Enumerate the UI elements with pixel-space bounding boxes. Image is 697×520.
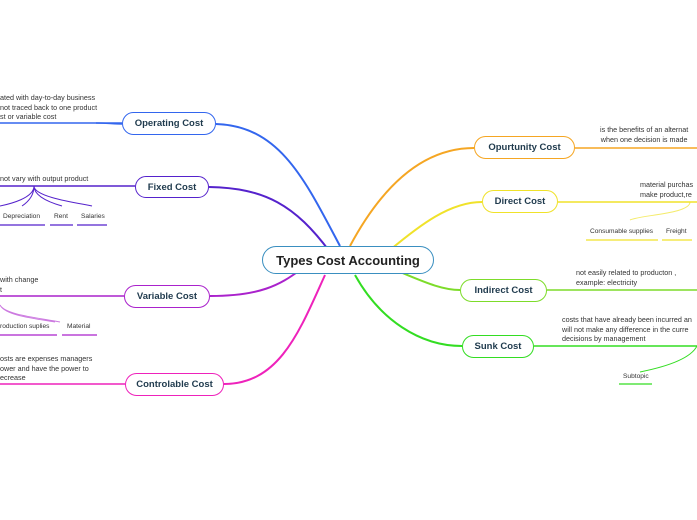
topic-direct-cost-label: Direct Cost — [494, 196, 546, 207]
subtopic-material[interactable]: Material — [67, 323, 91, 330]
subtopic-rent[interactable]: Rent — [54, 213, 68, 220]
subtopic-production-supplies[interactable]: roduction suplies — [0, 323, 50, 330]
central-topic-label: Types Cost Accounting — [276, 252, 420, 268]
topic-direct-cost[interactable]: Direct Cost — [482, 190, 558, 213]
topic-opportunity-cost-label: Opurtunity Cost — [488, 142, 561, 153]
variable-cost-description: with change t — [0, 275, 39, 294]
topic-variable-cost[interactable]: Variable Cost — [124, 285, 210, 308]
central-topic[interactable]: Types Cost Accounting — [262, 246, 434, 274]
connector-operating — [215, 123, 341, 247]
connector-sunk — [354, 274, 463, 347]
topic-operating-cost-label: Operating Cost — [134, 118, 204, 129]
topic-fixed-cost-label: Fixed Cost — [147, 181, 197, 193]
topic-variable-cost-label: Variable Cost — [136, 291, 198, 302]
subtopic-depreciation[interactable]: Depreciation — [3, 213, 41, 220]
opportunity-cost-description: is the benefits of an alternat when one … — [600, 125, 689, 144]
indirect-cost-description: not easily related to producton , exampl… — [576, 268, 677, 287]
topic-indirect-cost[interactable]: Indirect Cost — [460, 279, 547, 302]
topic-opportunity-cost[interactable]: Opurtunity Cost — [474, 136, 575, 159]
subtopic-sunk-subtopic[interactable]: Subtopic — [623, 373, 649, 380]
direct-cost-description: material purchas make product,re — [640, 180, 694, 199]
connector-fixed — [208, 186, 331, 253]
connector-opportunity — [349, 147, 475, 247]
controlable-cost-description: osts are expenses managers ower and have… — [0, 354, 93, 382]
topic-indirect-cost-label: Indirect Cost — [474, 285, 533, 296]
topic-fixed-cost[interactable]: Fixed Cost — [135, 176, 209, 198]
topic-controlable-cost[interactable]: Controlable Cost — [125, 373, 224, 396]
operating-cost-description: ated with day-to-day business not traced… — [0, 93, 98, 121]
subtopic-salaries[interactable]: Salaries — [81, 213, 105, 220]
topic-operating-cost[interactable]: Operating Cost — [122, 112, 216, 135]
subtopic-freight[interactable]: Freight — [666, 228, 687, 235]
connector-variable — [209, 269, 301, 297]
topic-sunk-cost[interactable]: Sunk Cost — [462, 335, 534, 358]
subtopic-consumable-supplies[interactable]: Consumable supplies — [590, 228, 654, 235]
topic-controlable-cost-label: Controlable Cost — [136, 379, 213, 390]
connector-controllable — [223, 274, 326, 385]
sunk-cost-description: costs that have already been incurred an… — [562, 315, 692, 343]
fixed-cost-description: not vary with output product — [0, 174, 89, 183]
topic-sunk-cost-label: Sunk Cost — [474, 341, 522, 352]
connector-direct — [389, 201, 483, 251]
